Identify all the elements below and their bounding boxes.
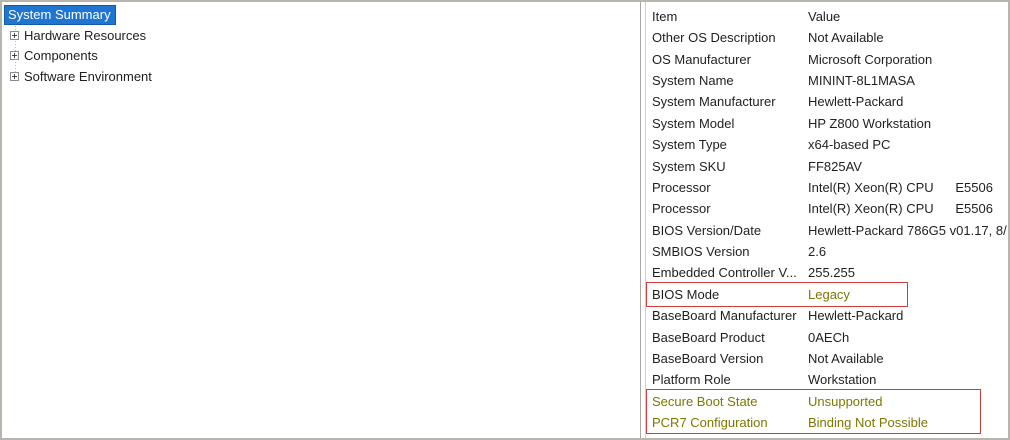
row-item-cell: Processor	[652, 201, 711, 217]
row-value-cell: Binding Not Possible	[808, 415, 928, 431]
table-row[interactable]: Other OS Description Not Available	[652, 27, 1008, 48]
table-row[interactable]: BaseBoard Product 0AECh	[652, 326, 1008, 347]
row-value-cell: Not Available	[808, 30, 884, 46]
table-row[interactable]: System Model HP Z800 Workstation	[652, 113, 1008, 134]
row-item-cell: Secure Boot State	[652, 393, 758, 409]
tree-item-label: Software Environment	[24, 68, 152, 84]
table-row[interactable]: BaseBoard Version Not Available	[652, 348, 1008, 369]
row-item-cell: System Manufacturer	[652, 94, 776, 110]
table-row[interactable]: System SKU FF825AV	[652, 155, 1008, 176]
row-value-cell: 255.255	[808, 265, 855, 281]
row-item-cell: SMBIOS Version	[652, 244, 750, 260]
table-row[interactable]: Secure Boot State Unsupported	[652, 391, 1008, 412]
row-value-cell: Workstation	[808, 372, 877, 388]
table-row[interactable]: BIOS Version/Date Hewlett-Packard 786G5 v…	[652, 220, 1008, 241]
tree-item-system-summary[interactable]: System Summary	[4, 5, 116, 25]
column-header-value[interactable]: Value	[808, 9, 841, 24]
table-row[interactable]: BaseBoard Manufacturer Hewlett-Packard	[652, 305, 1008, 326]
row-item-cell: System SKU	[652, 158, 726, 174]
row-value-cell: Intel(R) Xeon(R) CPU E5506	[808, 201, 993, 217]
row-value-cell: Legacy	[808, 286, 850, 302]
table-row[interactable]: System Name MININT-8L1MASA	[652, 70, 1008, 91]
tree-item-hardware-resources[interactable]: Hardware Resources	[2, 25, 640, 46]
row-value-cell: FF825AV	[808, 158, 862, 174]
row-item-cell: Platform Role	[652, 372, 731, 388]
table-row[interactable]: OS Manufacturer Microsoft Corporation	[652, 48, 1008, 69]
row-value-cell: 2.6	[808, 244, 827, 260]
row-item-cell: System Name	[652, 72, 734, 88]
tree-item-label: Hardware Resources	[24, 27, 147, 43]
table-header-row: Item Value	[652, 6, 1008, 27]
table-row[interactable]: Embedded Controller V... 255.255	[652, 262, 1008, 283]
table-row[interactable]: Processor Intel(R) Xeon(R) CPU E5506	[652, 177, 1008, 198]
panel-divider[interactable]	[641, 2, 646, 438]
table-row[interactable]: SMBIOS Version 2.6	[652, 241, 1008, 262]
row-value-cell: Intel(R) Xeon(R) CPU E5506	[808, 179, 993, 195]
row-value-cell: Hewlett-Packard	[808, 308, 904, 324]
row-item-cell: BaseBoard Product	[652, 329, 765, 345]
column-header-item[interactable]: Item	[652, 9, 678, 24]
expand-plus-icon[interactable]	[10, 51, 19, 61]
row-item-cell: BaseBoard Version	[652, 351, 764, 367]
row-item-cell: BIOS Mode	[652, 286, 720, 302]
table-row[interactable]: BIOS Mode Legacy	[652, 284, 1008, 305]
row-value-cell: Microsoft Corporation	[808, 51, 933, 67]
row-value-cell: Not Available	[808, 351, 884, 367]
row-item-cell: OS Manufacturer	[652, 51, 751, 67]
row-value-cell: Hewlett-Packard	[808, 94, 904, 110]
table-row[interactable]: System Type x64-based PC	[652, 134, 1008, 155]
row-item-cell: BIOS Version/Date	[652, 222, 762, 238]
row-item-cell: Other OS Description	[652, 30, 776, 46]
category-tree-panel: System Summary Hardware Resources Compon…	[2, 2, 641, 438]
row-item-cell: Embedded Controller V...	[652, 265, 797, 281]
row-item-cell: Processor	[652, 179, 711, 195]
row-value-cell: MININT-8L1MASA	[808, 72, 915, 88]
row-value-cell: Unsupported	[808, 393, 883, 409]
table-row[interactable]: Processor Intel(R) Xeon(R) CPU E5506	[652, 198, 1008, 219]
row-value-cell: Hewlett-Packard 786G5 v01.17, 8/	[808, 222, 1007, 238]
table-row[interactable]: System Manufacturer Hewlett-Packard	[652, 91, 1008, 112]
row-value-cell: x64-based PC	[808, 137, 891, 153]
table-row[interactable]: PCR7 Configuration Binding Not Possible	[652, 412, 1008, 433]
expand-plus-icon[interactable]	[10, 71, 19, 81]
tree-item-label: Components	[24, 48, 98, 64]
table-row[interactable]: Platform Role Workstation	[652, 369, 1008, 390]
row-item-cell: System Model	[652, 115, 735, 131]
row-item-cell: System Type	[652, 137, 727, 153]
row-value-cell: HP Z800 Workstation	[808, 115, 932, 131]
tree-item-software-environment[interactable]: Software Environment	[2, 66, 640, 87]
row-item-cell: BaseBoard Manufacturer	[652, 308, 797, 324]
row-item-cell: PCR7 Configuration	[652, 415, 768, 431]
expand-plus-icon[interactable]	[10, 30, 19, 40]
tree-item-components[interactable]: Components	[2, 46, 640, 67]
row-value-cell: 0AECh	[808, 329, 850, 345]
